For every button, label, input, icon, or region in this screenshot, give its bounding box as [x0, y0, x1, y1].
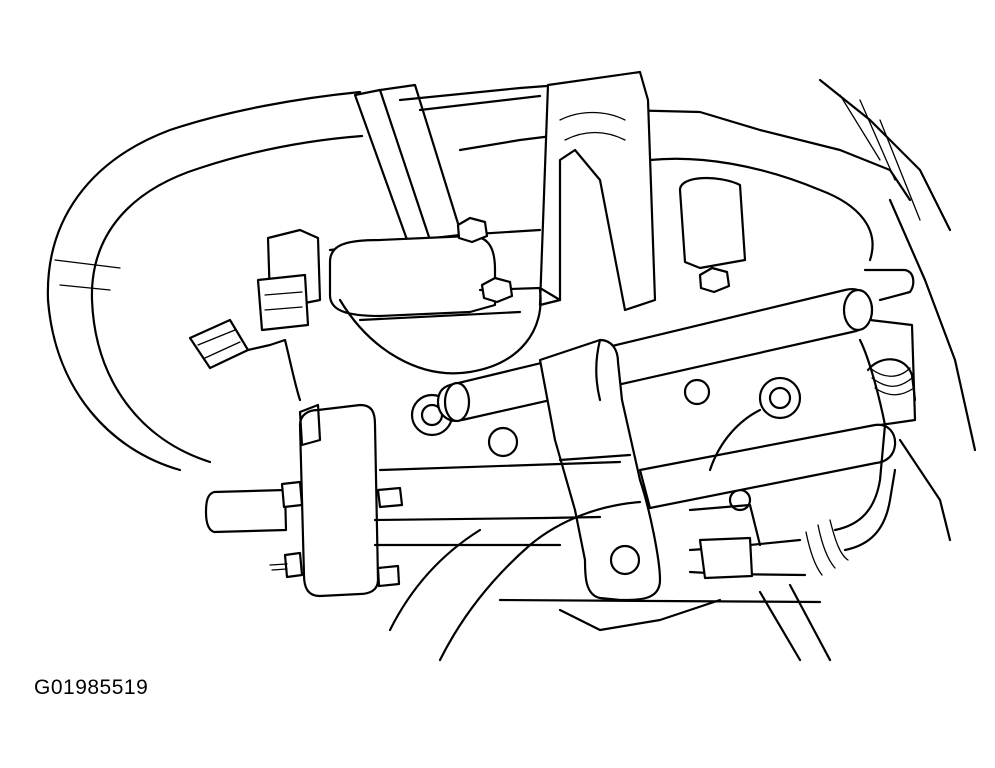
injector-connector [188, 228, 322, 402]
lower-structure [378, 460, 832, 662]
fuel-injector-body [328, 176, 747, 375]
pressure-regulator-bracket [204, 403, 602, 598]
figure-id-label: G01985519 [34, 676, 149, 699]
fuel-rail-clamp-bracket [538, 338, 662, 602]
engine-housing-outline [46, 78, 977, 542]
fuel-rail-tubes [436, 268, 917, 510]
right-bracket [688, 408, 762, 580]
